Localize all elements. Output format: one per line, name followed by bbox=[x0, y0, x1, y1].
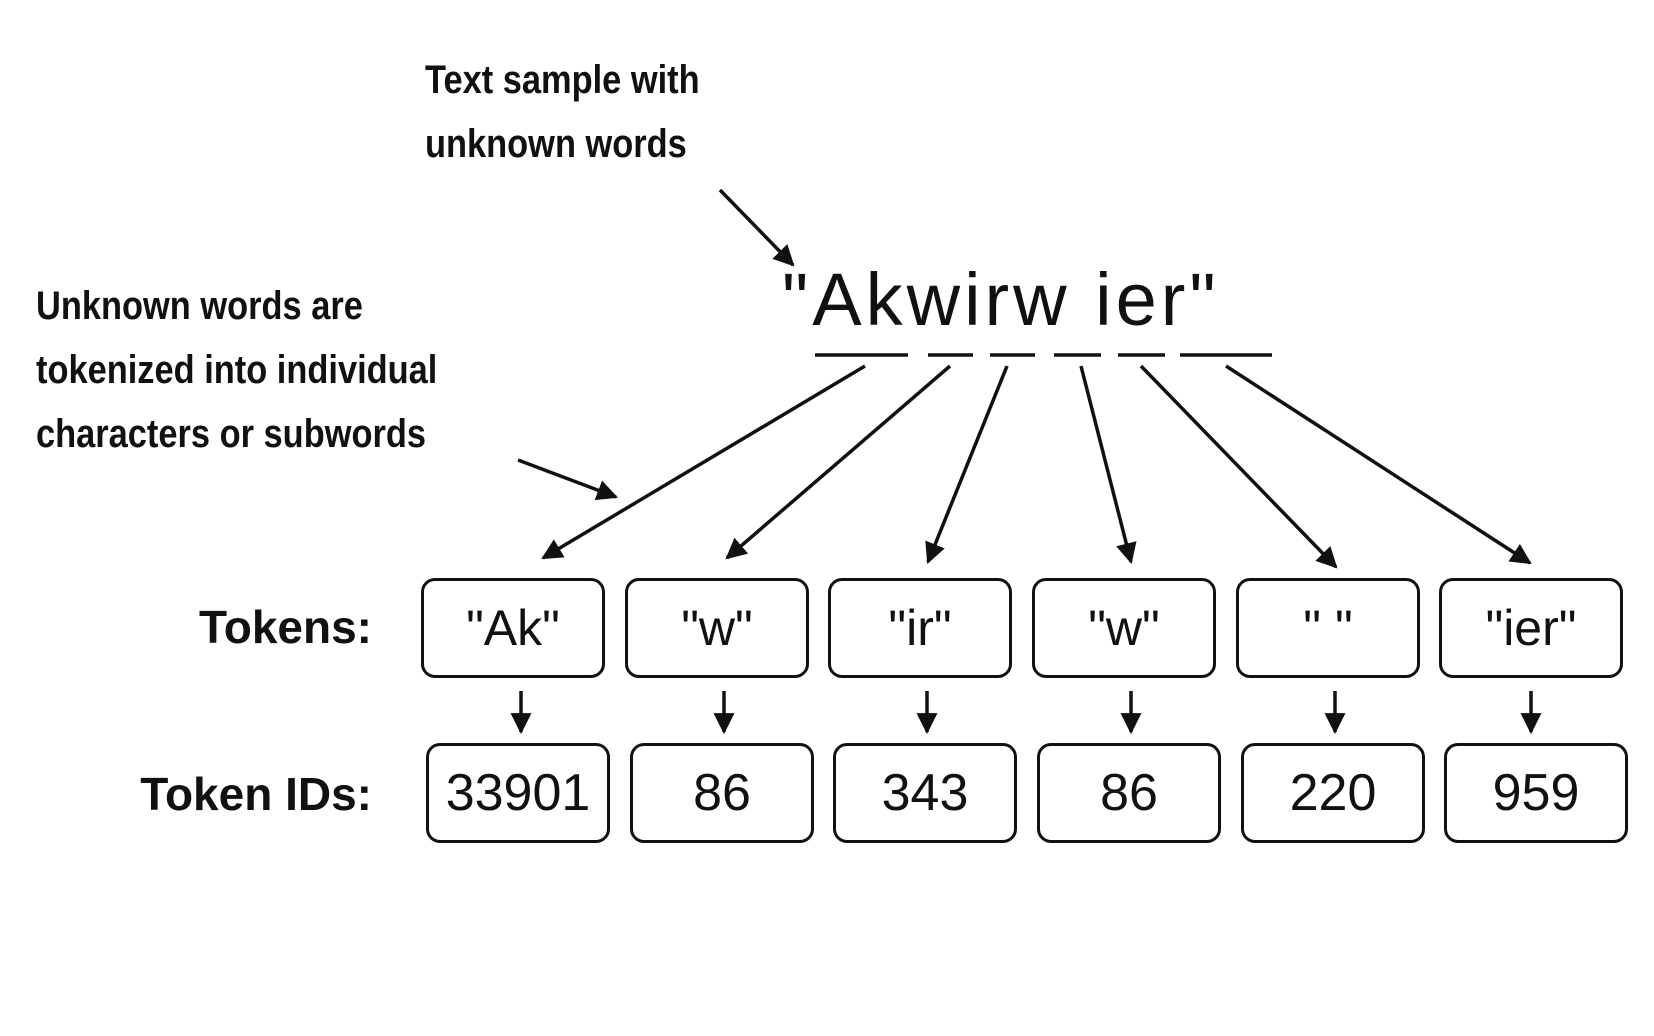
split-arrow bbox=[1225, 364, 1532, 565]
token-box: "Ak" bbox=[421, 578, 605, 678]
annotation-line: unknown words bbox=[425, 122, 687, 166]
token-id-box: 959 bbox=[1444, 743, 1628, 843]
token-id-box: 86 bbox=[630, 743, 814, 843]
tokens-row-label: Tokens: bbox=[199, 601, 372, 653]
split-arrow bbox=[1079, 365, 1137, 565]
split-arrow bbox=[1139, 364, 1338, 569]
annotation-line: Text sample with bbox=[425, 58, 700, 102]
annotation-line: Unknown words are bbox=[36, 284, 363, 328]
token-box: "w" bbox=[625, 578, 809, 678]
text-sample: "Akwirw ier" bbox=[782, 258, 1220, 341]
token-id-box: 343 bbox=[833, 743, 1017, 843]
token-box: " " bbox=[1236, 578, 1420, 678]
token-ids-row-label: Token IDs: bbox=[140, 768, 372, 820]
token-box: "ier" bbox=[1439, 578, 1623, 678]
annotation-arrow bbox=[517, 458, 618, 501]
unknown-words-annotation: Unknown words are tokenized into individ… bbox=[36, 274, 437, 466]
annotation-line: tokenized into individual bbox=[36, 348, 438, 392]
annotation-line: characters or subwords bbox=[36, 412, 427, 456]
token-box: "w" bbox=[1032, 578, 1216, 678]
split-arrow bbox=[925, 365, 1009, 564]
text-sample-annotation: Text sample with unknown words bbox=[425, 48, 700, 176]
token-id-box: 33901 bbox=[426, 743, 610, 843]
token-id-box: 86 bbox=[1037, 743, 1221, 843]
split-arrow bbox=[541, 364, 866, 560]
token-id-box: 220 bbox=[1241, 743, 1425, 843]
annotation-arrow bbox=[718, 188, 795, 267]
split-arrow bbox=[725, 364, 952, 560]
token-box: "ir" bbox=[828, 578, 1012, 678]
